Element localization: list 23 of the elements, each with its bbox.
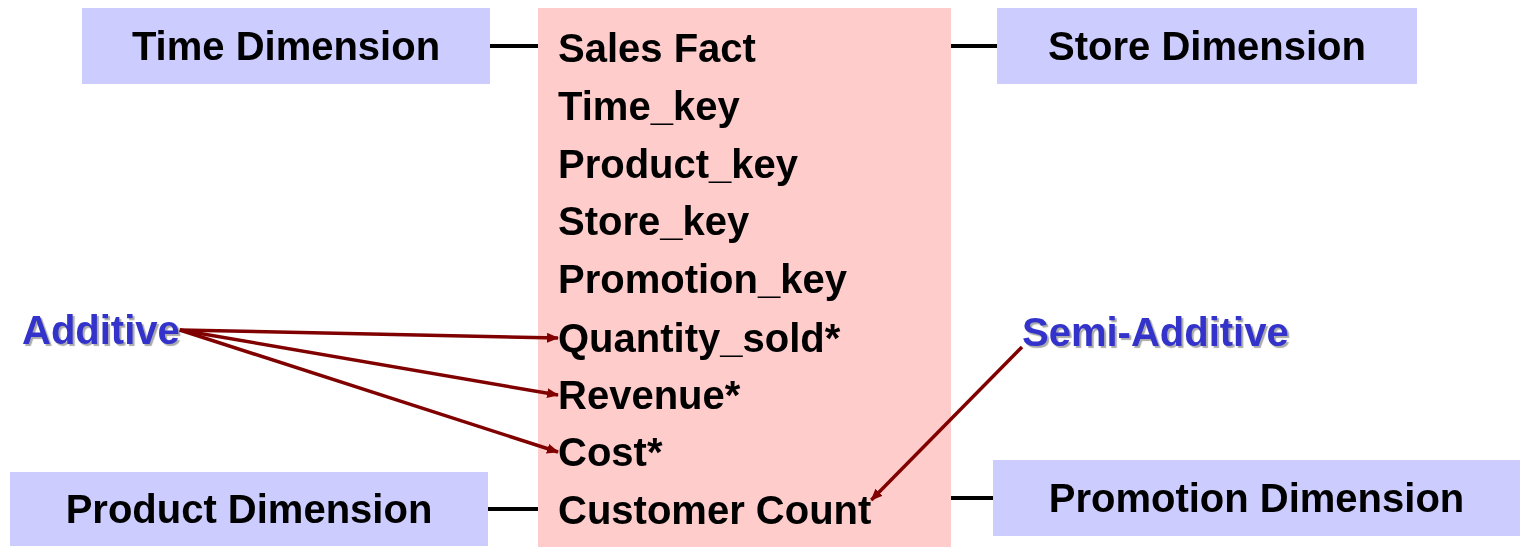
arrow [870, 345, 1024, 502]
measure-type-label: Semi-Additive [1022, 307, 1289, 357]
field-name: Store_key [558, 196, 750, 246]
dimension-table-box: Store Dimension [997, 8, 1417, 84]
field-name: Time_key [558, 81, 740, 131]
arrow [179, 328, 559, 343]
arrow [179, 328, 559, 454]
connector-line [951, 496, 993, 500]
connector-line [488, 507, 538, 511]
dimension-table-box: Time Dimension [82, 8, 490, 84]
field-name: Promotion_key [558, 254, 847, 304]
table-title: Sales Fact [558, 25, 756, 72]
dimension-table-box: Promotion Dimension [993, 460, 1520, 536]
field-name: Product_key [558, 139, 799, 189]
dimension-table-box: Product Dimension [10, 472, 488, 546]
connector-line [951, 44, 997, 48]
measure-type-label: Additive [22, 305, 180, 355]
fact-table-box [538, 8, 951, 547]
field-name: Customer Count [558, 485, 872, 535]
field-name: Quantity_sold* [558, 313, 841, 363]
connector-line [490, 44, 538, 48]
field-name: Revenue* [558, 370, 741, 420]
field-name: Cost* [558, 427, 663, 477]
